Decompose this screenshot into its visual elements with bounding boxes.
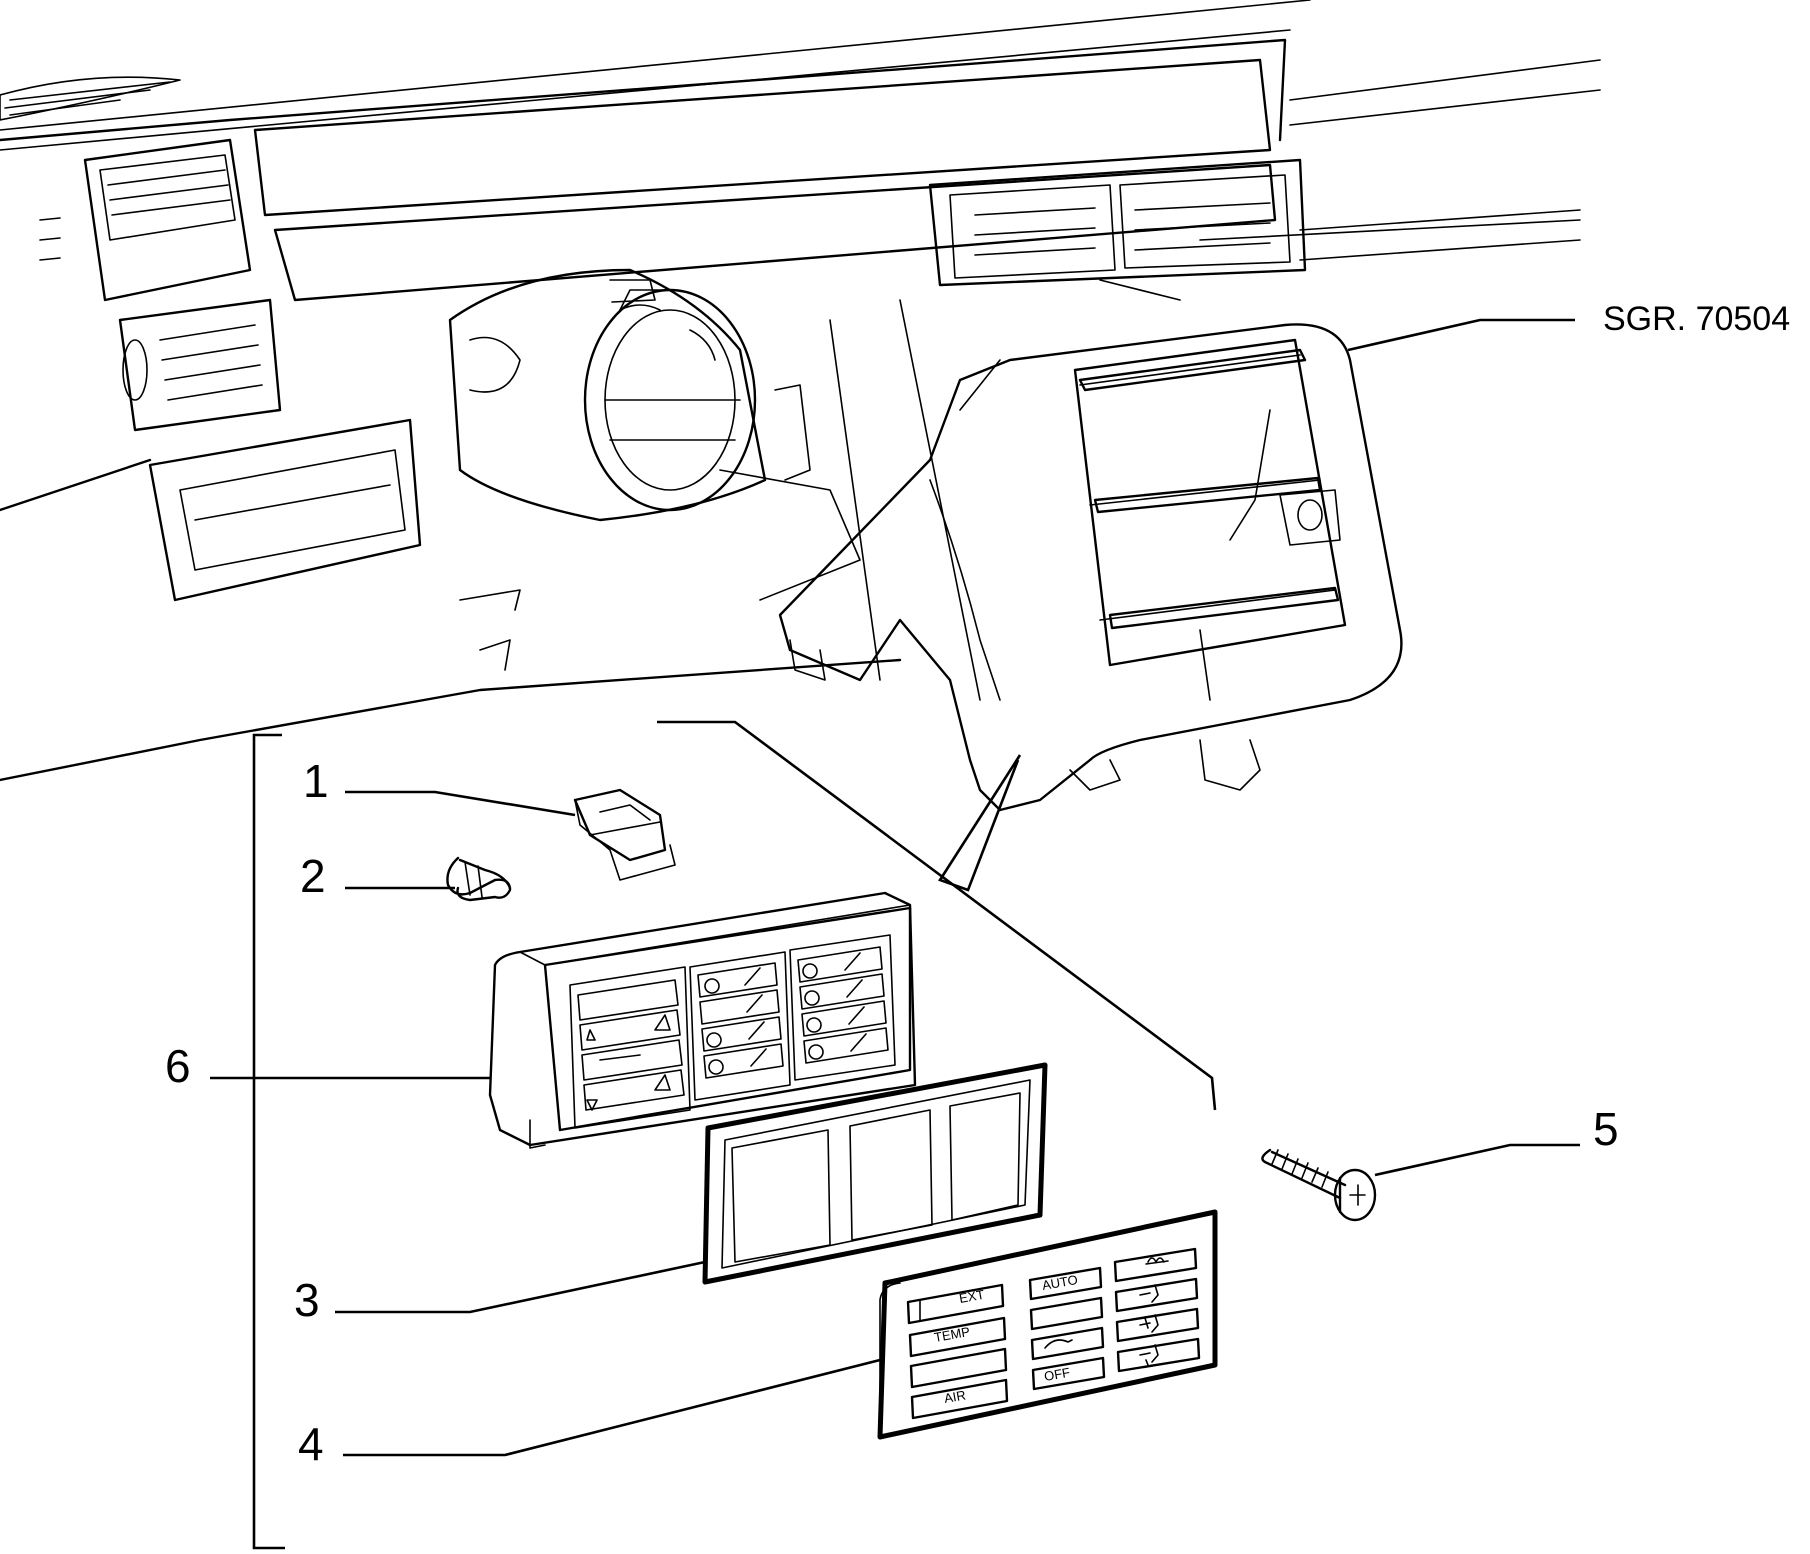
defroster-vent [0, 76, 181, 121]
svg-text:6: 6 [165, 1040, 191, 1092]
callout-6: 6 [165, 1040, 490, 1092]
assembly-bracket [252, 733, 285, 1550]
reference-label: SGR. 70504 [1603, 300, 1790, 338]
button-vent-bilevel [1115, 1307, 1200, 1343]
part-4-label-panel: EXT TEMP AIR AUTO OFF [877, 1209, 1218, 1440]
button-defrost [1113, 1247, 1198, 1283]
callout-2: 2 [300, 850, 455, 902]
button-recirculation [1030, 1326, 1105, 1361]
svg-text:5: 5 [1593, 1103, 1619, 1155]
left-vent-cluster [39, 138, 282, 432]
button-air: AIR [910, 1378, 1009, 1420]
callout-5: 5 [1374, 1103, 1619, 1177]
center-vents [928, 158, 1307, 287]
callout-1: 1 [303, 755, 576, 817]
button-vent-face [1114, 1277, 1199, 1313]
part-5-screw [1261, 1148, 1377, 1222]
button-blank [909, 1347, 1008, 1389]
button-auto: AUTO [1028, 1266, 1103, 1301]
callout-3: 3 [294, 1260, 706, 1326]
svg-text:TEMP: TEMP [933, 1324, 971, 1345]
button-off: OFF [1031, 1356, 1106, 1391]
callout-4: 4 [298, 1358, 881, 1470]
reference-callout: SGR. 70504 [1347, 300, 1790, 352]
button-temp: TEMP [908, 1316, 1007, 1358]
button-ext: EXT [906, 1283, 1005, 1325]
svg-text:3: 3 [294, 1274, 320, 1326]
steering-column [448, 268, 861, 601]
button-blank-2 [1029, 1296, 1104, 1331]
svg-text:4: 4 [298, 1418, 324, 1470]
svg-text:AUTO: AUTO [1041, 1272, 1079, 1293]
part-3-gasket [702, 1062, 1048, 1285]
svg-text:AIR: AIR [943, 1387, 967, 1406]
part-6-control-unit [488, 891, 917, 1149]
console-trim-panel [778, 323, 1403, 812]
svg-text:EXT: EXT [958, 1287, 986, 1306]
button-vent-floor [1116, 1337, 1201, 1373]
svg-text:2: 2 [300, 850, 326, 902]
exploded-guide-line [657, 720, 1217, 1111]
part-2-bulb [446, 856, 512, 902]
part-1-clip [573, 788, 676, 881]
exploded-guide-line [938, 754, 1022, 892]
dashboard-illustration [0, 0, 1601, 782]
svg-text:OFF: OFF [1043, 1365, 1071, 1384]
svg-text:1: 1 [303, 755, 329, 807]
